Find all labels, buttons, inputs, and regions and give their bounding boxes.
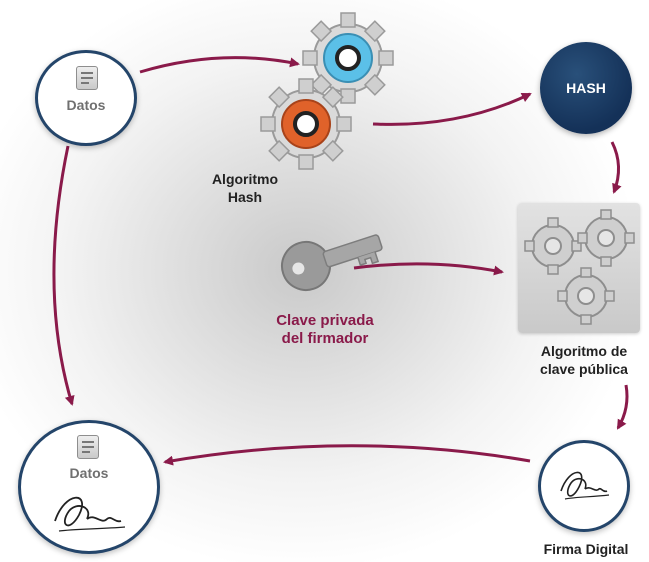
datos-label: Datos bbox=[66, 97, 106, 113]
signature-icon bbox=[560, 471, 610, 500]
datos-label: Datos bbox=[69, 465, 109, 481]
arrow-datos-to-datos-firmados bbox=[52, 145, 75, 406]
arrow-hash-to-clave-publica bbox=[610, 141, 622, 194]
arrow-clave-to-algoritmo-publica bbox=[353, 262, 504, 276]
firma-digital-node bbox=[538, 440, 630, 532]
arrow-datos-to-algoritmo bbox=[139, 56, 300, 74]
algoritmo-hash-label: Algoritmo Hash bbox=[211, 171, 279, 205]
document-icon bbox=[76, 66, 98, 90]
arrow-firma-to-datos bbox=[163, 444, 531, 466]
algoritmo-clave-publica-label: Algoritmo de clave pública bbox=[540, 343, 628, 377]
signature-icon bbox=[54, 496, 126, 532]
firma-digital-label: Firma Digital bbox=[543, 541, 629, 557]
clave-privada-label: Clave privada del firmador bbox=[276, 312, 374, 347]
hash-node: HASH bbox=[540, 42, 632, 134]
datos-firmados-node: Datos bbox=[18, 420, 160, 554]
arrow-clave-publica-to-firma bbox=[616, 384, 629, 430]
datos-node: Datos bbox=[35, 50, 137, 146]
document-icon bbox=[77, 435, 99, 459]
arrow-algoritmo-to-hash bbox=[372, 92, 532, 126]
